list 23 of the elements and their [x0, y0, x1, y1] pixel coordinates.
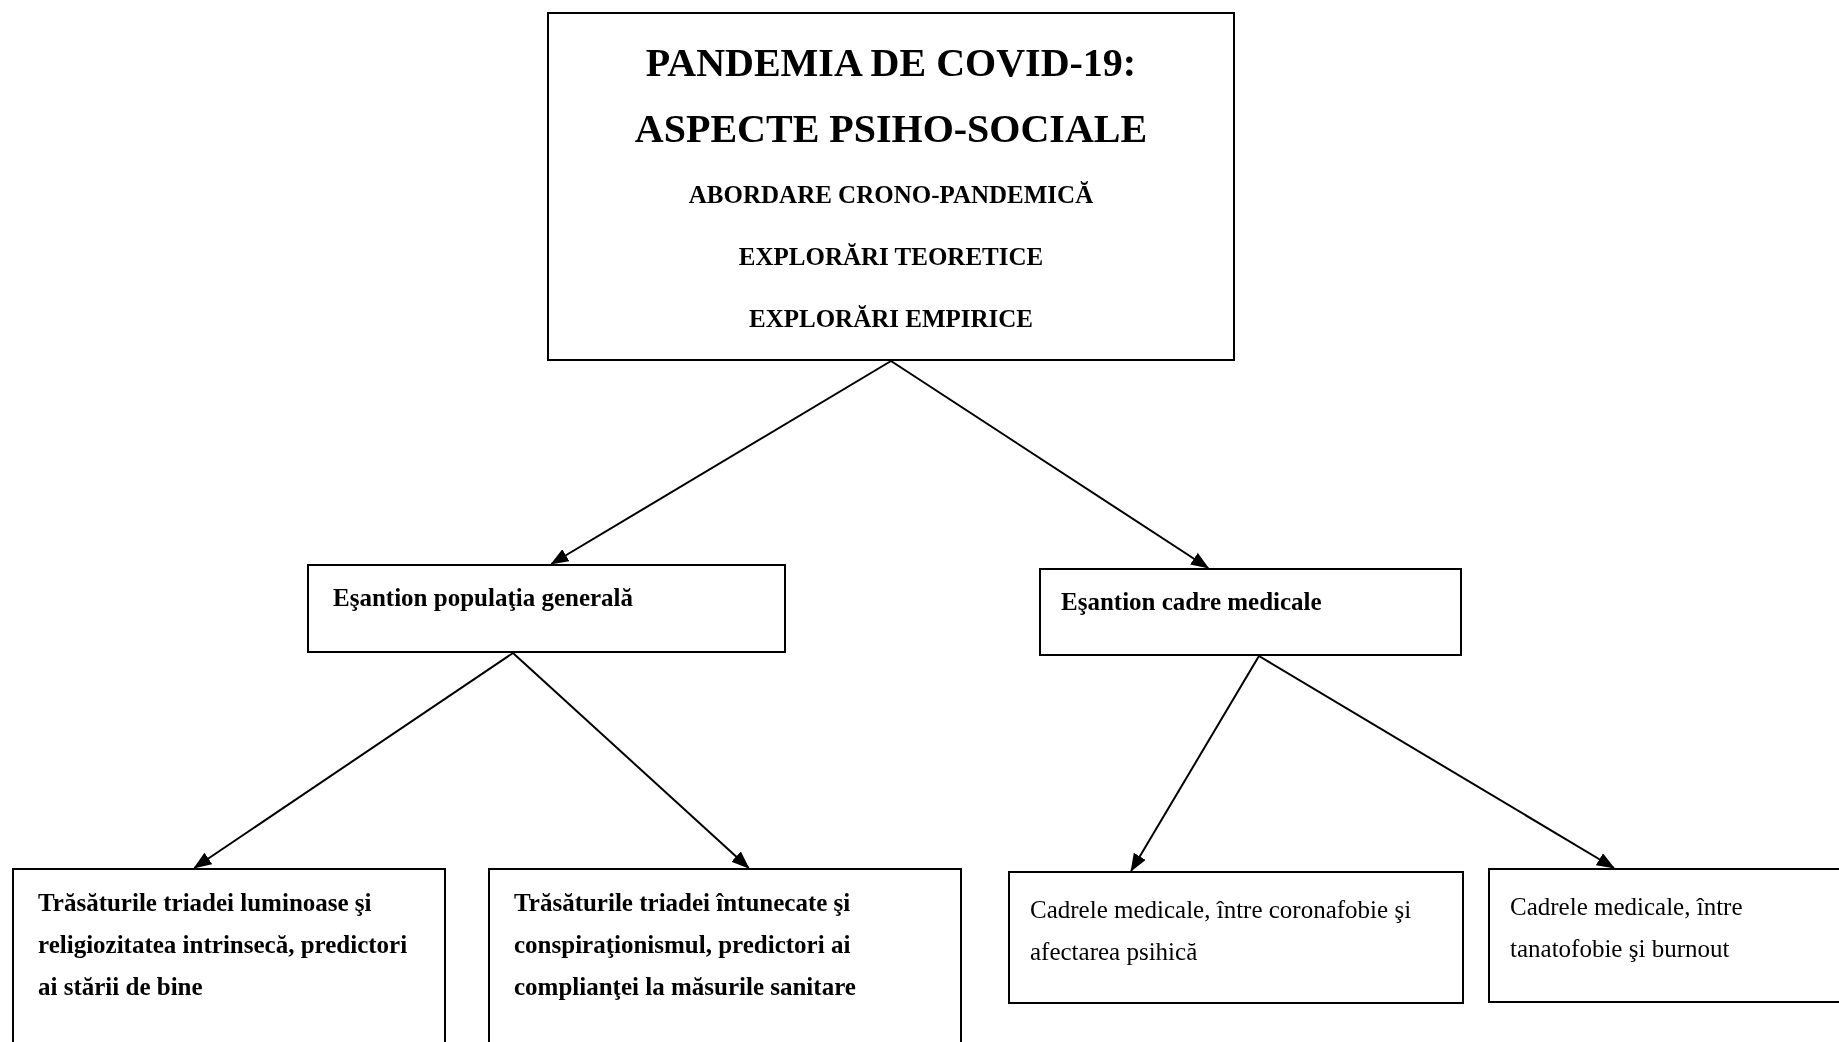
box-text: EXPLORĂRI TEORETICE [738, 242, 1044, 272]
text-box [1488, 868, 1839, 1003]
arrow [1257, 655, 1615, 869]
text-box [1008, 871, 1464, 1004]
box-text: Cadrele medicale, între coronafobie şi afectarea psihică [1030, 895, 1413, 967]
arrow [890, 360, 1210, 569]
box-text: Eşantion cadre medicale [1061, 587, 1323, 617]
text-box [1039, 568, 1462, 656]
box-text: Cadrele medicale, între tanatofobie şi burnout [1510, 892, 1744, 964]
arrow [550, 360, 892, 565]
box-text: Eşantion populaţia generală [333, 583, 635, 613]
box-text: Trăsăturile triadei luminoase şi religiozitatea intrinsecă, predictori ai stării de bine [38, 888, 409, 1002]
arrow [193, 652, 514, 869]
box-text: ABORDARE CRONO-PANDEMICĂ [688, 180, 1094, 210]
box-text: Trăsăturile triadei întunecate şi conspiraţionismul, predictori ai complianţei la măsurile sanitare [514, 888, 857, 1002]
text-box [12, 868, 446, 1042]
arrow [1130, 655, 1260, 872]
text-box [547, 12, 1235, 361]
text-box [307, 564, 786, 653]
arrow [511, 652, 750, 869]
heading: PANDEMIA DE COVID-19: ASPECTE PSIHO-SOCIALE [633, 39, 1149, 153]
box-text: EXPLORĂRI EMPIRICE [748, 304, 1033, 334]
text-box [488, 868, 962, 1042]
